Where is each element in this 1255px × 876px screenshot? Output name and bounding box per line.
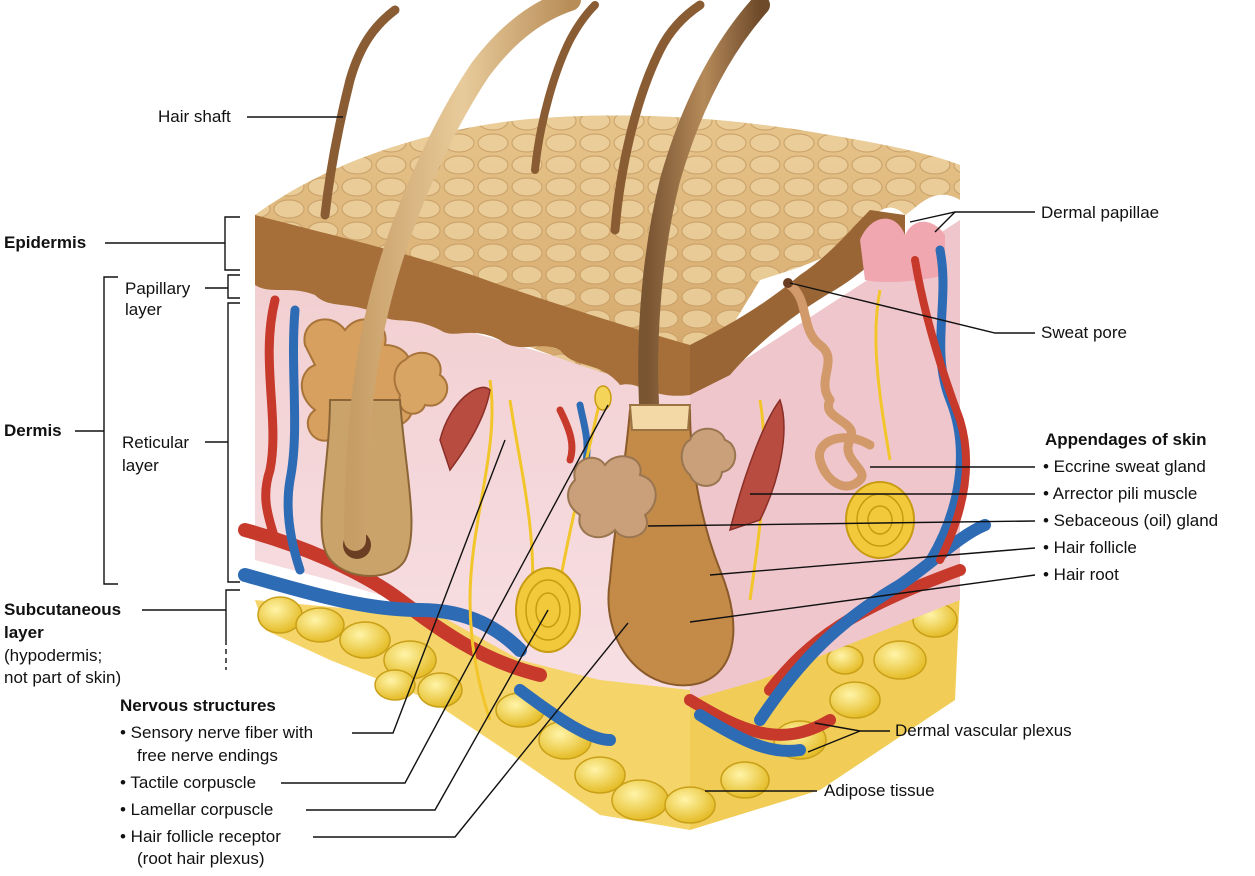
dermis-side-face [690, 220, 960, 700]
blood-vessels [238, 245, 991, 757]
nervous-item-sensory-2: free nerve endings [137, 746, 278, 765]
label-dermal-vascular-plexus: Dermal vascular plexus [895, 721, 1072, 740]
nervous-structures-heading: Nervous structures [120, 696, 276, 715]
nervous-item-hair-receptor: • Hair follicle receptor [120, 827, 281, 846]
eccrine-sweat-gland [785, 280, 875, 491]
arrector-pili-right [728, 398, 785, 532]
label-dermis: Dermis [4, 421, 62, 440]
label-subcutaneous-4: not part of skin) [4, 668, 122, 687]
nervous-item-tactile: • Tactile corpuscle [120, 773, 257, 792]
label-sebaceous-gland: • Sebaceous (oil) gland [1043, 511, 1219, 530]
label-papillary-2: layer [125, 300, 162, 319]
label-reticular-2: layer [122, 456, 159, 475]
label-subcutaneous-3: (hypodermis; [4, 646, 103, 665]
sebaceous-gland-left-2 [393, 351, 449, 415]
label-hair-shaft: Hair shaft [158, 107, 231, 126]
leader-lines [75, 116, 1036, 838]
label-subcutaneous-1: Subcutaneous [4, 600, 122, 619]
sebaceous-gland-center [567, 455, 657, 539]
dermal-papillae-shape [860, 218, 945, 283]
epidermis-front-edge [255, 215, 690, 396]
nervous-item-hair-receptor-2: (root hair plexus) [137, 849, 265, 868]
label-arrector-pili: • Arrector pili muscle [1043, 484, 1198, 503]
label-hair-follicle: • Hair follicle [1043, 538, 1137, 557]
label-adipose-tissue: Adipose tissue [824, 781, 935, 800]
label-sweat-pore: Sweat pore [1041, 323, 1127, 342]
appendages-heading: Appendages of skin [1045, 430, 1207, 449]
arrector-pili-left [439, 386, 491, 472]
nervous-item-lamellar: • Lamellar corpuscle [120, 800, 274, 819]
label-eccrine-sweat-gland: • Eccrine sweat gland [1043, 457, 1206, 476]
hair-shafts [320, 0, 770, 551]
nervous-item-sensory: • Sensory nerve fiber with [120, 723, 314, 742]
label-epidermis: Epidermis [4, 233, 87, 252]
label-hair-root: • Hair root [1043, 565, 1119, 584]
label-reticular-1: Reticular [122, 433, 190, 452]
label-dermal-papillae: Dermal papillae [1041, 203, 1160, 222]
label-papillary-1: Papillary [125, 279, 191, 298]
label-subcutaneous-2: layer [4, 623, 44, 642]
tactile-corpuscle [594, 385, 612, 411]
